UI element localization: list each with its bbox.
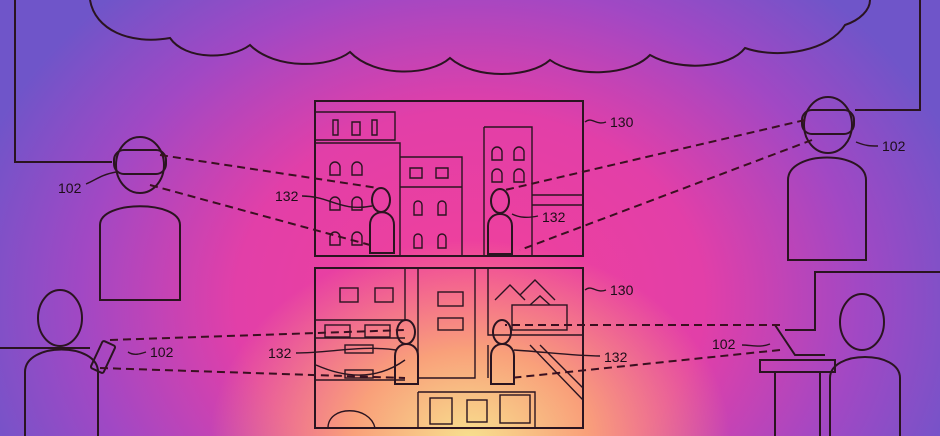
label-device-top-right: 102 [882, 138, 906, 154]
user-top-left [99, 136, 181, 301]
avatar-top-right [487, 188, 513, 255]
label-avatar-top-right: 132 [542, 209, 566, 225]
user-top-right [787, 96, 867, 261]
label-device-top-left: 102 [58, 180, 82, 196]
label-environment-top: 130 [610, 114, 634, 130]
connection-line-left [14, 0, 112, 163]
phone-icon [89, 340, 117, 374]
avatar-bottom-left [394, 319, 419, 385]
virtual-environment-map [314, 267, 584, 429]
virtual-environment-city [314, 100, 584, 257]
label-avatar-top-left: 132 [275, 188, 299, 204]
user-bottom-left [24, 289, 117, 436]
laptop-icon [774, 324, 825, 356]
cloud [89, 0, 871, 75]
label-environment-bottom: 130 [610, 282, 634, 298]
user-bottom-right [759, 293, 901, 436]
avatar-top-left [369, 187, 395, 254]
view-lines [99, 119, 813, 379]
label-avatar-bottom-left: 132 [268, 345, 292, 361]
label-device-bottom-right: 102 [712, 336, 736, 352]
connection-line-laptop [785, 271, 940, 331]
connection-line-right [855, 0, 921, 111]
avatar-bottom-right [490, 319, 515, 385]
label-device-bottom-left: 102 [150, 344, 174, 360]
label-avatar-bottom-right: 132 [604, 349, 628, 365]
